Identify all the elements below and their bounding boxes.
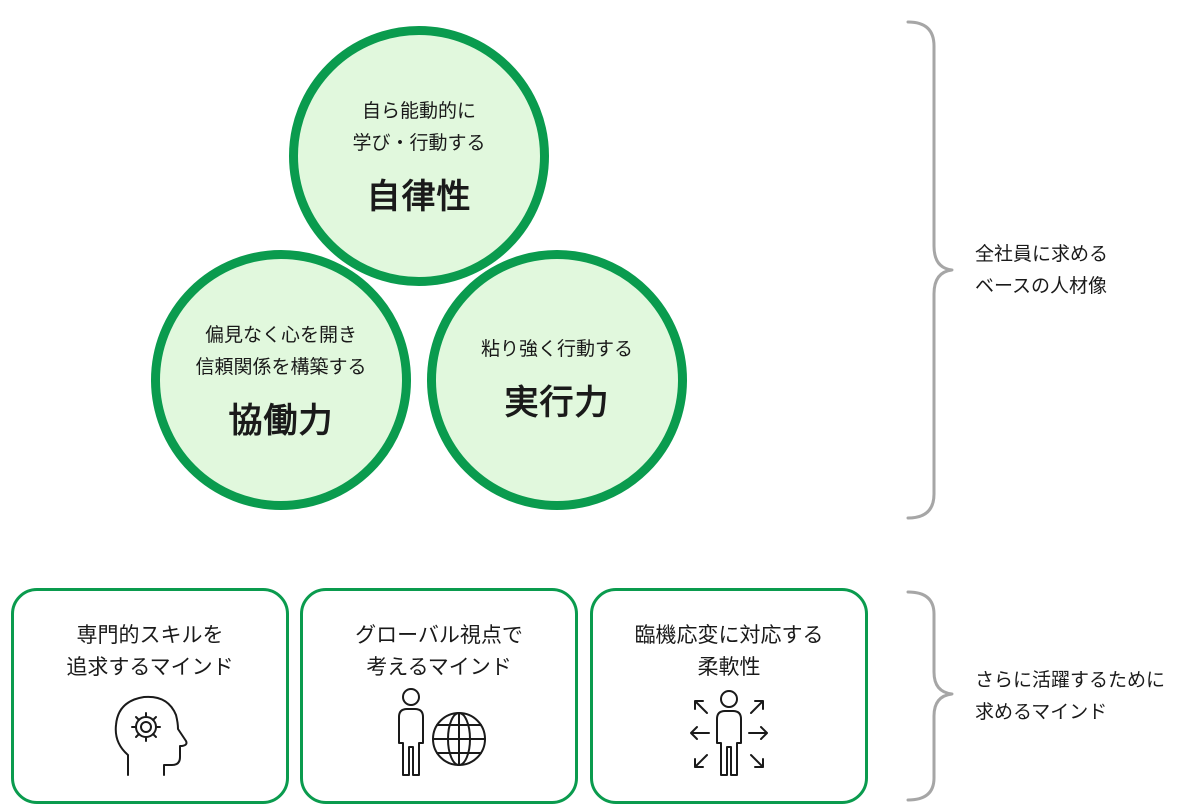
- execution-title: 実行力: [504, 382, 610, 423]
- person-arrows-icon: [690, 690, 768, 776]
- base-brace: [906, 20, 954, 520]
- person-globe-icon: [398, 688, 486, 776]
- advance-brace: [906, 590, 954, 802]
- autonomy-description-line-1: 自ら能動的に: [361, 99, 476, 122]
- head-gear-icon: [114, 695, 188, 776]
- advance-label: さらに活躍するために 求めるマインド: [975, 664, 1165, 728]
- base-label-line-1: 全社員に求める: [975, 243, 1109, 265]
- mind-card-text: 専門的スキルを 追求するマインド: [66, 619, 233, 683]
- execution-circle: 粘り強く行動する 実行力: [427, 250, 687, 510]
- mind-card-line-1: グローバル視点で: [355, 623, 523, 647]
- mind-card-line-1: 専門的スキルを: [76, 623, 224, 647]
- autonomy-description-line-2: 学び・行動する: [352, 131, 486, 154]
- advance-label-line-1: さらに活躍するために: [975, 669, 1166, 691]
- base-label: 全社員に求める ベースの人材像: [975, 238, 1108, 302]
- mind-card-line-2: 考えるマインド: [366, 655, 512, 679]
- autonomy-title: 自律性: [366, 176, 472, 217]
- collaboration-description-line-2: 信頼関係を構築する: [195, 355, 367, 378]
- mind-card-text: 臨機応変に対応する 柔軟性: [635, 619, 824, 683]
- execution-description-line-1: 粘り強く行動する: [480, 337, 633, 360]
- mind-card-line-2: 追求するマインド: [66, 655, 234, 679]
- advance-label-line-2: 求めるマインド: [975, 701, 1108, 723]
- mind-card-flexibility: 臨機応変に対応する 柔軟性: [590, 588, 868, 804]
- mind-card-global: グローバル視点で 考えるマインド: [300, 588, 578, 804]
- mind-card-line-1: 臨機応変に対応する: [634, 623, 824, 647]
- autonomy-circle: 自ら能動的に 学び・行動する 自律性: [289, 26, 549, 286]
- mind-card-text: グローバル視点で 考えるマインド: [355, 619, 523, 683]
- mind-card-expertise: 専門的スキルを 追求するマインド: [11, 588, 289, 804]
- collaboration-circle: 偏見なく心を開き 信頼関係を構築する 協働力: [151, 250, 411, 510]
- collaboration-description-line-1: 偏見なく心を開き: [204, 323, 357, 346]
- base-label-line-2: ベースの人材像: [975, 275, 1108, 297]
- mind-card-line-2: 柔軟性: [697, 655, 761, 679]
- collaboration-title: 協働力: [228, 400, 334, 441]
